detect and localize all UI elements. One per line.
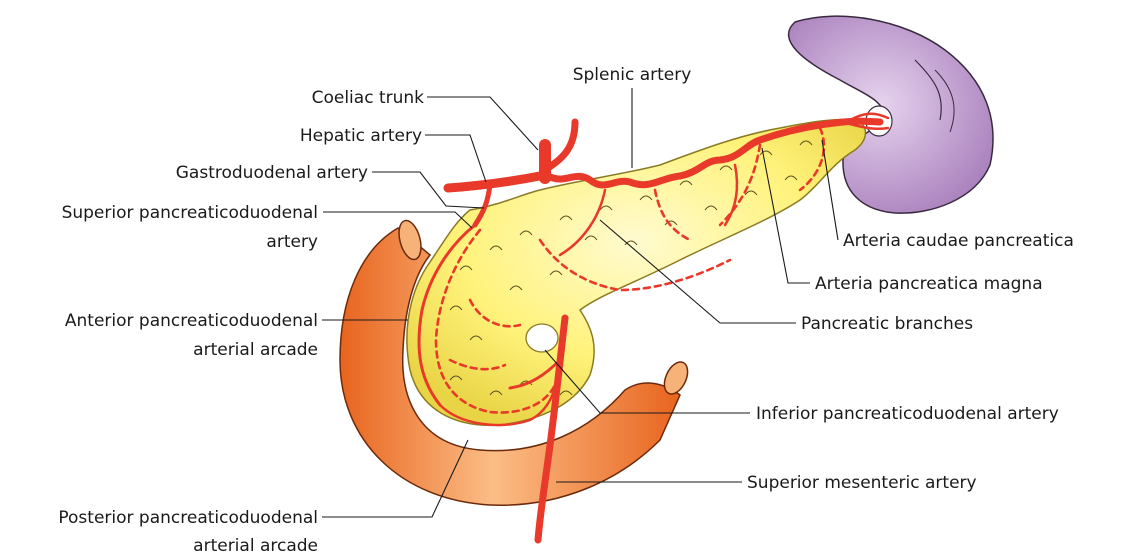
label-hepatic-artery: Hepatic artery	[300, 126, 422, 146]
common-hepatic-vessel	[448, 175, 545, 188]
label-posterior-arcade-1: Posterior pancreaticoduodenal	[58, 508, 318, 528]
leader-hepatic-artery	[425, 135, 486, 182]
label-gastroduodenal-artery: Gastroduodenal artery	[176, 163, 368, 183]
label-superior-mesenteric-artery: Superior mesenteric artery	[747, 473, 977, 493]
label-arteria-pancreatica-magna: Arteria pancreatica magna	[815, 274, 1043, 294]
label-posterior-arcade-2: arterial arcade	[193, 536, 318, 556]
label-coeliac-trunk: Coeliac trunk	[312, 88, 425, 108]
leader-coeliac-trunk	[427, 97, 538, 150]
pancreas	[407, 119, 866, 425]
label-pancreatic-branches: Pancreatic branches	[801, 314, 973, 334]
label-arteria-caudae-pancreatica: Arteria caudae pancreatica	[843, 231, 1074, 251]
label-splenic-artery: Splenic artery	[573, 65, 692, 85]
spleen	[789, 16, 993, 213]
label-inferior-pd-artery: Inferior pancreaticoduodenal artery	[756, 404, 1059, 424]
leader-superior-pd	[323, 212, 472, 228]
label-anterior-arcade-2: arterial arcade	[193, 340, 318, 360]
label-anterior-arcade-1: Anterior pancreaticoduodenal	[65, 311, 318, 331]
label-superior-pd-artery-1: Superior pancreaticoduodenal	[62, 203, 318, 223]
label-superior-pd-artery-2: artery	[266, 232, 318, 252]
